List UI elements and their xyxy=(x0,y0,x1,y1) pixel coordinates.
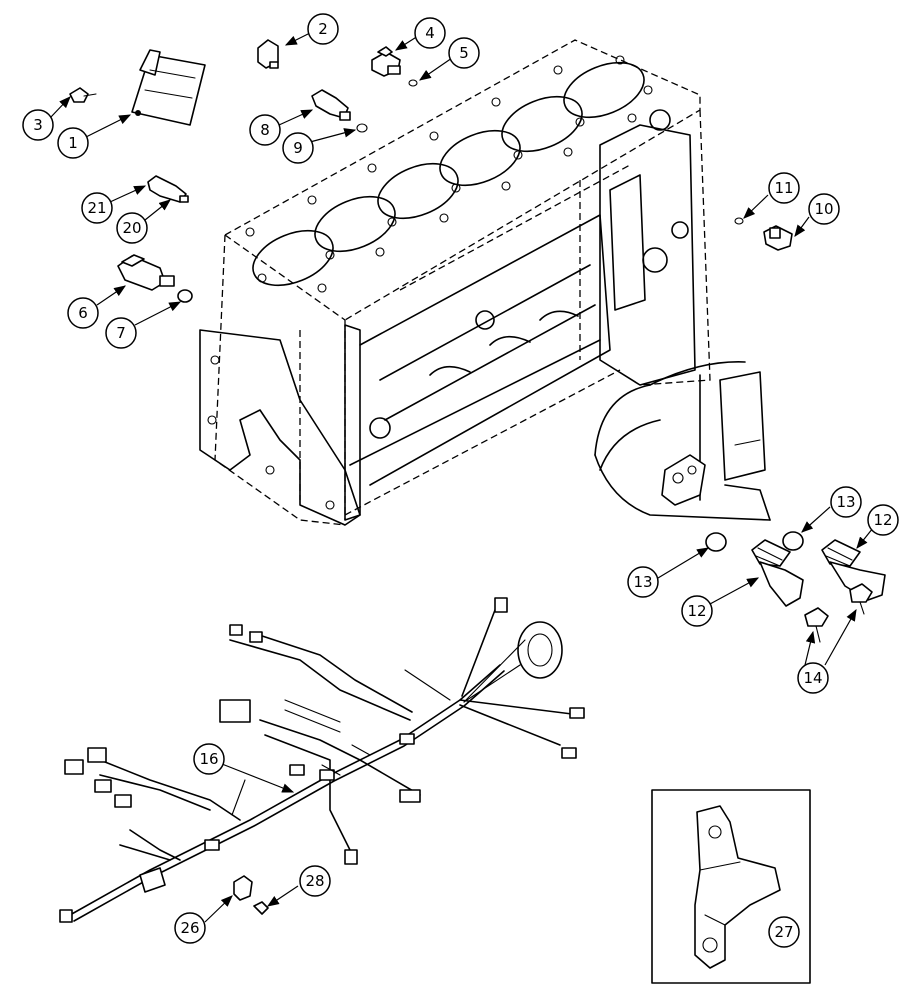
part-13-o-ring-right xyxy=(782,531,804,551)
callout-2: 2 xyxy=(307,13,339,45)
part-14-screws xyxy=(804,583,873,643)
callout-7-label: 7 xyxy=(116,324,126,342)
callout-28-label: 28 xyxy=(305,872,324,890)
callout-2-label: 2 xyxy=(318,20,328,38)
part-4-sensor xyxy=(371,46,401,77)
callout-1-label: 1 xyxy=(68,134,78,152)
callout-13-right-label: 13 xyxy=(836,493,855,511)
callout-8-label: 8 xyxy=(260,121,270,139)
part-5-o-ring xyxy=(408,79,418,87)
part-6-pressure-sensor xyxy=(117,254,175,291)
callout-11-label: 11 xyxy=(774,179,793,197)
callout-27: 27 xyxy=(768,916,800,948)
part-11-o-ring xyxy=(734,217,744,225)
part-28-screw xyxy=(253,901,269,915)
leader-lines xyxy=(49,32,874,923)
callout-27-label: 27 xyxy=(774,923,793,941)
callout-1: 1 xyxy=(57,127,89,159)
callout-5-label: 5 xyxy=(459,44,469,62)
callout-6-label: 6 xyxy=(78,304,88,322)
callout-4-label: 4 xyxy=(425,24,435,42)
callout-11: 11 xyxy=(768,172,800,204)
callout-14: 14 xyxy=(797,662,829,694)
callout-10: 10 xyxy=(808,193,840,225)
callout-13-left: 13 xyxy=(627,566,659,598)
part-13-o-ring-left xyxy=(705,532,727,552)
part-10-plug xyxy=(763,225,793,251)
part-7-o-ring xyxy=(177,289,193,303)
part-20-sensor xyxy=(147,175,189,203)
callout-6: 6 xyxy=(67,297,99,329)
part-26-clip xyxy=(233,875,253,901)
callout-16: 16 xyxy=(193,743,225,775)
callout-13-left-label: 13 xyxy=(633,573,652,591)
callout-9: 9 xyxy=(282,132,314,164)
callout-21-label: 21 xyxy=(87,199,106,217)
part-9-o-ring xyxy=(356,123,368,133)
callout-26-label: 26 xyxy=(180,919,199,937)
callout-7: 7 xyxy=(105,317,137,349)
callout-10-label: 10 xyxy=(814,200,833,218)
callout-14-label: 14 xyxy=(803,669,822,687)
flywheel-housing-detail xyxy=(594,361,771,521)
callout-9-label: 9 xyxy=(293,139,303,157)
part-1-ecm-bracket xyxy=(131,49,206,126)
part-27-bracket xyxy=(694,805,781,969)
part-8-sensor xyxy=(311,89,351,121)
callout-5: 5 xyxy=(448,37,480,69)
callout-12-left: 12 xyxy=(681,595,713,627)
callout-28: 28 xyxy=(299,865,331,897)
callout-12-right-label: 12 xyxy=(873,511,892,529)
callout-16-label: 16 xyxy=(199,750,218,768)
callout-12-left-label: 12 xyxy=(687,602,706,620)
callout-3: 3 xyxy=(22,109,54,141)
callout-4: 4 xyxy=(414,17,446,49)
callout-12-right: 12 xyxy=(867,504,899,536)
callout-20: 20 xyxy=(116,212,148,244)
callout-8: 8 xyxy=(249,114,281,146)
callout-3-label: 3 xyxy=(33,116,43,134)
part-2-sensor xyxy=(257,39,279,69)
callout-13-right: 13 xyxy=(830,486,862,518)
callout-21: 21 xyxy=(81,192,113,224)
part-27-detail-box xyxy=(651,789,811,984)
callout-26: 26 xyxy=(174,912,206,944)
engine-block xyxy=(199,39,711,526)
part-16-wiring-harness xyxy=(59,597,585,923)
part-3-screw xyxy=(69,87,97,103)
part-12-speed-sensor-left xyxy=(751,539,804,607)
callout-20-label: 20 xyxy=(122,219,141,237)
